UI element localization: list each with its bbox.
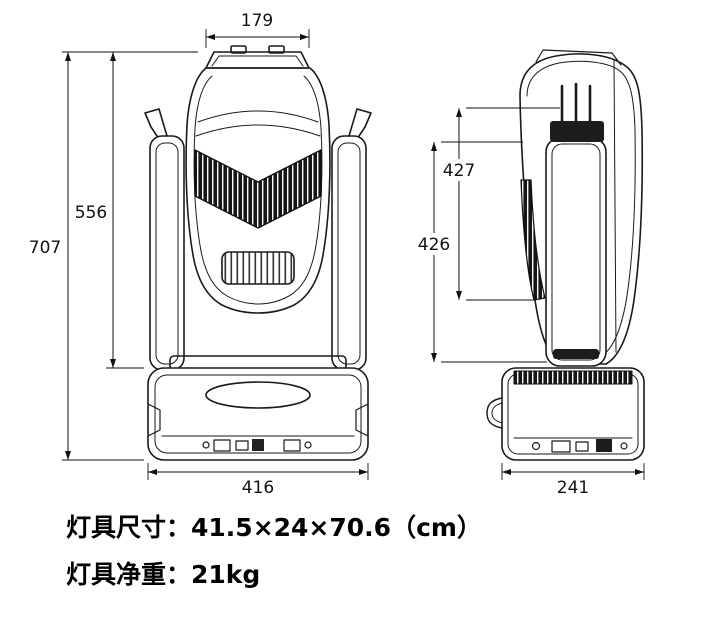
dim-base-width: 416 (242, 478, 274, 498)
side-yoke-arm-inner (551, 143, 601, 361)
side-heatsink (520, 179, 546, 301)
head-inner-outline (193, 75, 323, 305)
yoke-handle-left (144, 108, 168, 137)
dim-total-height: 707 (29, 238, 61, 258)
yoke-arm-left-inner (155, 142, 179, 365)
fixture-weight-value: 21kg (191, 560, 261, 589)
fixture-weight-label: 灯具净重： (66, 560, 192, 589)
fixture-size-line: 灯具尺寸：41.5×24×70.6（cm） (66, 504, 482, 551)
side-head-top-handle (535, 49, 622, 66)
side-view-drawing (486, 49, 645, 461)
base-screw (304, 441, 312, 449)
head-top-tab (268, 45, 285, 54)
side-base-handle-inner (491, 402, 503, 424)
dim-lower-section-height: 426 (418, 235, 450, 255)
side-base-screw (531, 441, 541, 451)
base-power-module (252, 439, 264, 451)
dim-base-depth: 241 (557, 478, 589, 498)
head-top-tab (230, 45, 247, 54)
head-top-handle-inner (211, 55, 304, 67)
base-outline (147, 367, 369, 461)
dim-label-box (413, 233, 455, 255)
head-contour-line (195, 124, 321, 137)
side-base-outline (501, 367, 645, 461)
base-connector (283, 439, 301, 452)
front-view-drawing (144, 45, 372, 461)
base-connector (235, 440, 249, 451)
side-base-screw (620, 442, 628, 450)
dimension-lines (62, 29, 645, 480)
dim-head-height: 556 (75, 203, 107, 223)
side-arm-bottom-band (553, 349, 599, 359)
base-side-scoop-right (355, 403, 369, 437)
yoke-arm-left (149, 135, 185, 371)
side-yoke-arm (545, 137, 607, 367)
dim-upper-section-height: 427 (443, 161, 475, 181)
fixture-size-value: 41.5×24×70.6（cm） (191, 513, 482, 542)
technical-drawing: 179 707 556 416 427 426 241 (29, 11, 645, 498)
side-base-handle (486, 397, 503, 429)
side-head-seam (613, 59, 617, 353)
yoke-handle-right (348, 108, 372, 137)
base-side-scoop-left (147, 403, 161, 437)
head-contour-line (197, 110, 319, 123)
head-outline (185, 67, 331, 314)
fixture-size-label: 灯具尺寸： (66, 513, 192, 542)
antenna-lines (560, 82, 592, 123)
spec-text-block: 灯具尺寸：41.5×24×70.6（cm） 灯具净重：21kg (66, 504, 482, 598)
side-base-connector (575, 441, 589, 452)
base-inner-outline (154, 374, 362, 454)
dim-label-box (438, 159, 480, 181)
side-base-connector (551, 440, 571, 453)
side-base-fins (513, 370, 633, 385)
side-base-power-module (596, 439, 612, 452)
base-connector (213, 439, 231, 452)
dim-top-width: 179 (241, 11, 273, 31)
head-grille (221, 251, 295, 285)
base-screw (202, 441, 210, 449)
base-display-window (205, 381, 311, 409)
head-vent-chevron (194, 149, 322, 229)
yoke-arm-right-inner (337, 142, 361, 365)
side-head-inner-outline (526, 60, 636, 356)
head-top-handle (205, 51, 310, 69)
yoke-arm-right (331, 135, 367, 371)
fixture-weight-line: 灯具净重：21kg (66, 551, 482, 598)
dimension-arrows (65, 34, 644, 475)
antenna-bracket (550, 121, 604, 142)
